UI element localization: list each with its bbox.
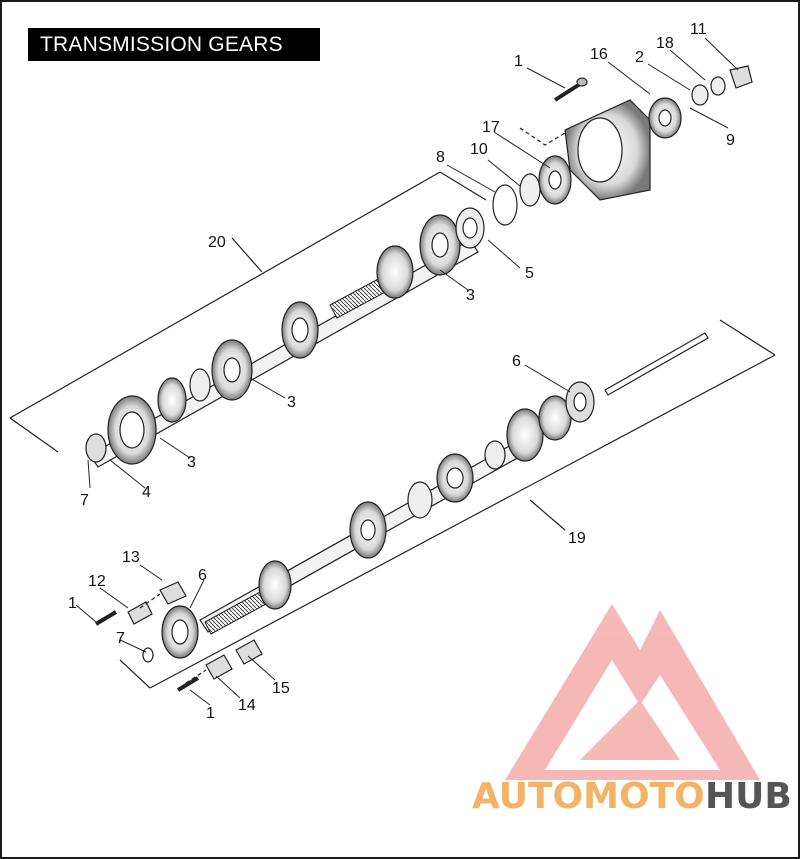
callout-1: 1 (514, 53, 523, 70)
watermark-part2: HUB (705, 776, 792, 817)
callout-6-b: 6 (198, 567, 207, 584)
callout-3-a: 3 (466, 287, 475, 304)
callout-9: 9 (726, 132, 735, 149)
lower-left-components (94, 581, 263, 692)
callout-19: 19 (568, 530, 586, 547)
callout-3-b: 3 (287, 394, 296, 411)
mainshaft-gears (85, 207, 485, 465)
callout-17: 17 (482, 119, 500, 136)
watermark-text: AUTOMOTO HUB (472, 776, 792, 817)
countershaft-gears (161, 381, 595, 659)
callout-15: 15 (272, 680, 290, 697)
callout-3-c: 3 (187, 454, 196, 471)
callout-1-c: 1 (206, 705, 215, 722)
callout-labels: 1 11 16 18 2 9 17 8 10 20 5 3 3 3 7 4 6 … (68, 21, 735, 722)
callout-6-a: 6 (512, 353, 521, 370)
callout-7-b: 7 (116, 630, 125, 647)
callout-7-a: 7 (80, 492, 89, 509)
callout-20: 20 (208, 234, 226, 251)
mainshaft-bracket (9, 171, 487, 453)
callout-16: 16 (590, 46, 608, 63)
upper-right-components (492, 65, 753, 226)
diagram-title: TRANSMISSION GEARS (28, 28, 320, 61)
callout-5: 5 (525, 265, 534, 282)
callout-10: 10 (470, 141, 488, 158)
callout-14: 14 (238, 697, 256, 714)
watermark-part1: AUTOMOTO (472, 776, 705, 817)
callout-4: 4 (142, 484, 151, 501)
leader-lines (75, 37, 739, 706)
watermark-logo (505, 604, 760, 780)
callout-2: 2 (635, 49, 644, 66)
callout-12: 12 (88, 573, 106, 590)
callout-13: 13 (122, 549, 140, 566)
callout-8: 8 (436, 149, 445, 166)
countershaft-bracket (119, 319, 776, 689)
callout-1-b: 1 (68, 595, 77, 612)
callout-11: 11 (690, 21, 707, 38)
callout-18: 18 (656, 35, 674, 52)
